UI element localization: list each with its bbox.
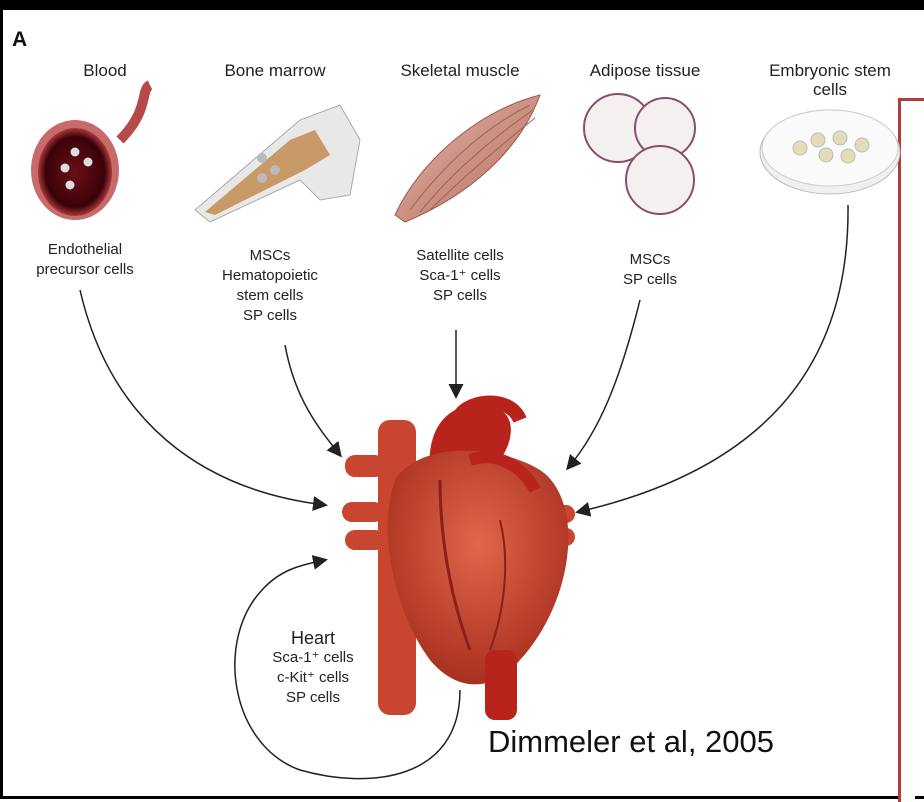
source-label-bone-marrow: Bone marrow	[185, 61, 365, 81]
heart-cells-list: Heart Sca-1⁺ cells c-Kit⁺ cells SP cells	[258, 628, 368, 708]
source-label-adipose-tissue: Adipose tissue	[560, 61, 730, 81]
heart-icon	[342, 403, 575, 721]
cell-type: Sca-1⁺ cells	[258, 648, 368, 668]
source-label-skeletal-muscle: Skeletal muscle	[365, 61, 555, 81]
cell-type: SP cells	[385, 286, 535, 306]
cell-type: c-Kit⁺ cells	[258, 668, 368, 688]
source-label-embryonic-stem-cells: Embryonic stem cells	[740, 61, 920, 99]
cell-type: SP cells	[575, 270, 725, 290]
petri-dish-icon	[760, 110, 900, 194]
cells-list-bone-marrow: MSCs Hematopoietic stem cells SP cells	[195, 246, 345, 326]
cell-type: Sca-1⁺ cells	[385, 266, 535, 286]
adipose-tissue-icon	[584, 94, 695, 214]
source-label-blood: Blood	[40, 61, 170, 81]
cell-type: precursor cells	[10, 260, 160, 280]
blood-vessel-icon	[31, 85, 150, 220]
bone-marrow-icon	[195, 105, 360, 222]
cells-list-blood: Endothelial precursor cells	[10, 240, 160, 280]
cell-type: Satellite cells	[385, 246, 535, 266]
cell-type: MSCs	[575, 250, 725, 270]
cell-type: stem cells	[195, 286, 345, 306]
heart-title: Heart	[258, 628, 368, 648]
skeletal-muscle-icon	[395, 95, 540, 222]
cell-type: SP cells	[258, 688, 368, 708]
cells-list-adipose-tissue: MSCs SP cells	[575, 250, 725, 290]
arrow-adipose	[568, 300, 640, 468]
cell-type: Hematopoietic	[195, 266, 345, 286]
cell-type: Endothelial	[10, 240, 160, 260]
arrow-bone-marrow	[285, 345, 340, 455]
cell-type: MSCs	[195, 246, 345, 266]
cell-type: SP cells	[195, 306, 345, 326]
cells-list-skeletal-muscle: Satellite cells Sca-1⁺ cells SP cells	[385, 246, 535, 306]
citation: Dimmeler et al, 2005	[486, 724, 776, 760]
